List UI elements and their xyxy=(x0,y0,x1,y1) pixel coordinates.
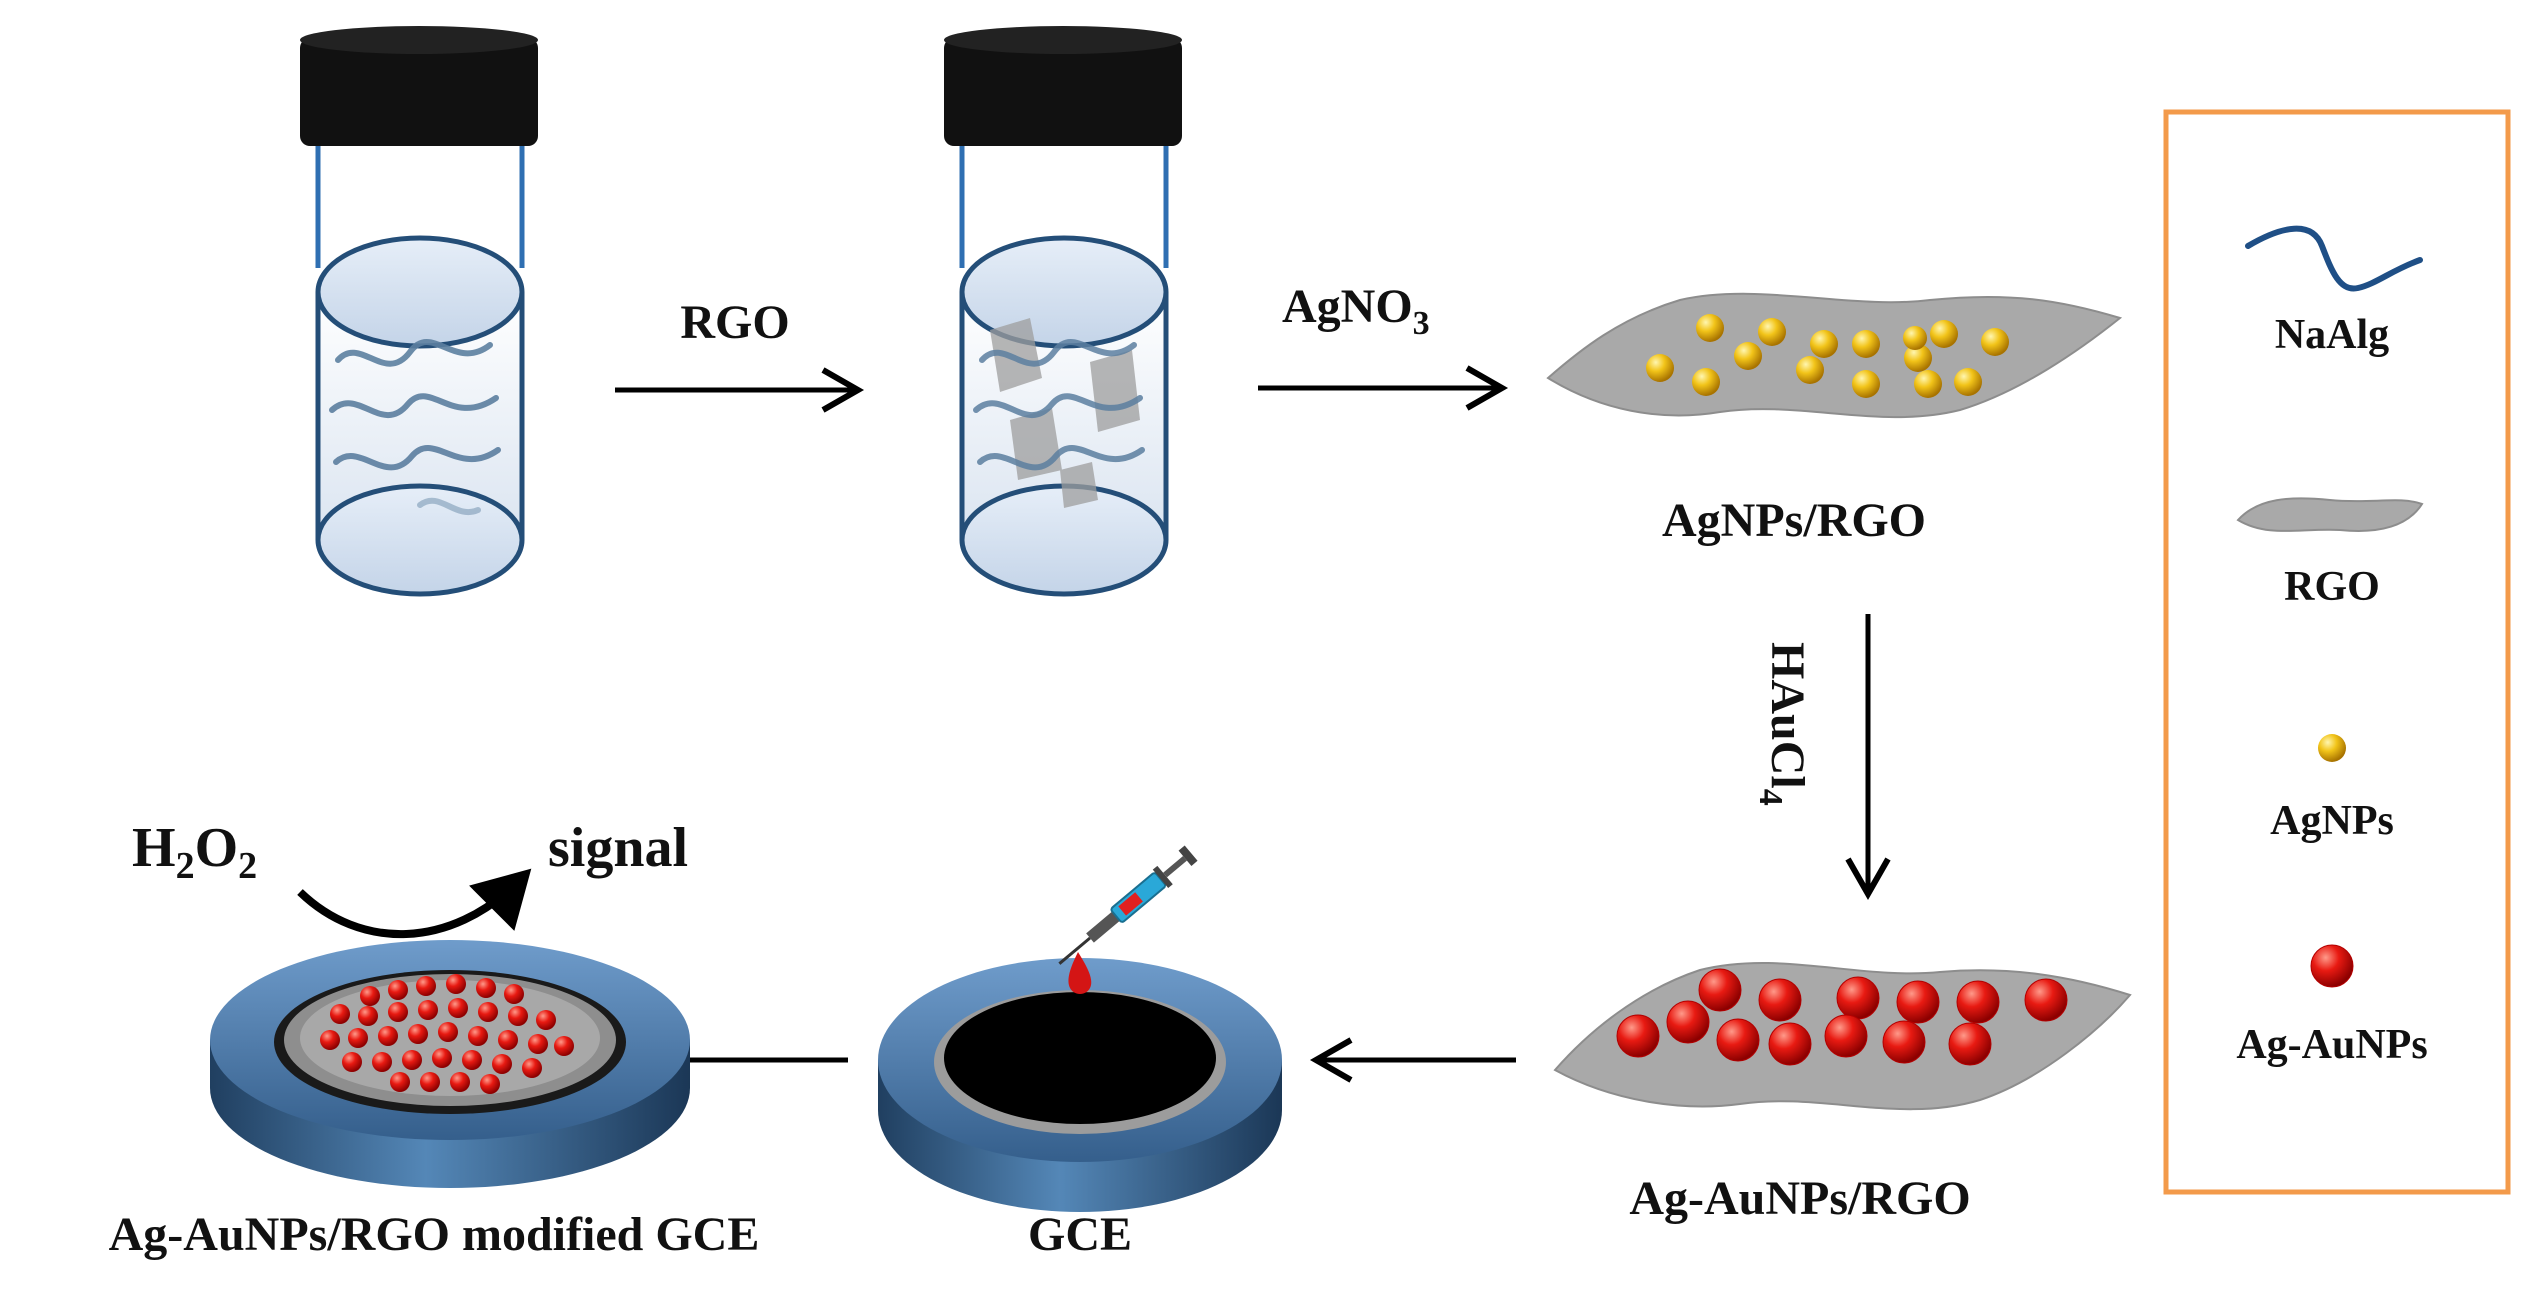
legend-label-agnps: AgNPs xyxy=(2270,798,2394,844)
ag-aunp-icon xyxy=(2310,944,2354,988)
syringe-icon xyxy=(1058,845,1198,965)
label-modified-gce: Ag-AuNPs/RGO modified GCE xyxy=(109,1208,760,1261)
gce-electrode xyxy=(878,952,1282,1212)
droplet xyxy=(1068,952,1092,994)
legend-panel: NaAlg RGO AgNPs Ag-AuNPs xyxy=(2163,109,2511,1195)
vial-cap xyxy=(300,38,538,146)
legend-item-agnps: AgNPs xyxy=(2270,734,2394,844)
vial-naalg xyxy=(300,26,538,597)
agnps-rgo-sheet xyxy=(1546,292,2123,419)
rgo-sheet-icon xyxy=(2236,497,2424,532)
label-signal: signal xyxy=(548,817,688,879)
gce-black-surface xyxy=(944,992,1216,1124)
legend-item-rgo: RGO xyxy=(2236,497,2424,610)
label-h2o2: H2O2 xyxy=(132,817,257,887)
label-haucl4-step: HAuCl4 xyxy=(1752,642,1814,806)
label-agno3-step: AgNO3 xyxy=(1282,280,1430,342)
label-rgo-step: RGO xyxy=(680,296,789,349)
legend-label-naalg: NaAlg xyxy=(2275,312,2389,358)
curved-arrow-h2o2-to-signal xyxy=(297,868,532,939)
legend-label-rgo: RGO xyxy=(2284,564,2380,610)
silver-nanoparticles xyxy=(1646,314,2009,398)
vial-cap xyxy=(944,38,1182,146)
legend-border xyxy=(2163,109,2511,1195)
legend-label-ag-aunps: Ag-AuNPs xyxy=(2236,1022,2427,1068)
agnp-icon xyxy=(2318,734,2346,762)
ag-aunps-rgo-sheet xyxy=(1553,962,2132,1111)
legend-item-ag-aunps: Ag-AuNPs xyxy=(2236,944,2428,1068)
ag-au-nanoparticles xyxy=(1616,968,2068,1066)
modified-surface-nanoparticles xyxy=(320,974,574,1094)
label-gce: GCE xyxy=(1028,1208,1132,1261)
modified-gce-electrode xyxy=(210,940,690,1188)
label-agnps-rgo: AgNPs/RGO xyxy=(1662,494,1926,547)
vial-naalg-rgo xyxy=(944,26,1182,597)
legend-item-naalg: NaAlg xyxy=(2245,225,2423,358)
naalg-chain-icon xyxy=(2245,225,2423,292)
label-ag-aunps-rgo: Ag-AuNPs/RGO xyxy=(1629,1172,1970,1225)
naalg-chains xyxy=(329,339,501,515)
